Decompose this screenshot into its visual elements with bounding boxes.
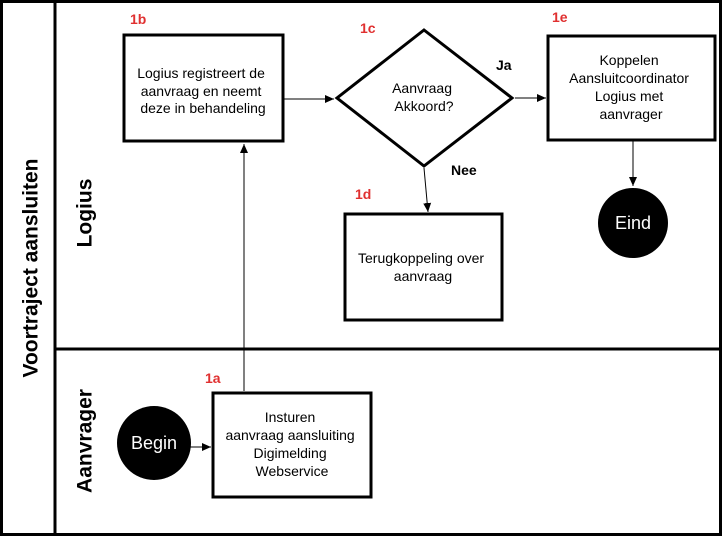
start-event-label: Begin: [131, 433, 177, 453]
step-1c-label: Aanvraag Akkoord?: [392, 80, 456, 114]
step-1d-label: Terugkoppeling over aanvraag: [358, 250, 488, 284]
step-1b-label: Logius registreert de aanvraag en neemt …: [137, 65, 269, 116]
step-1e-box: [546, 34, 717, 142]
step-1c-decision: [334, 28, 515, 168]
step-1e-number: 1e: [552, 9, 568, 25]
end-event: [598, 188, 668, 258]
branch-no-label: Nee: [451, 162, 477, 178]
step-1b-box: [122, 33, 285, 143]
connector-1c-to-1d: [423, 167, 432, 213]
end-event-label: Eind: [615, 213, 651, 233]
step-1a-label: Insturen aanvraag aansluiting Digimeldin…: [225, 409, 358, 479]
step-1a-number: 1a: [205, 370, 221, 386]
lane-title-aanvrager: Aanvrager: [74, 389, 97, 493]
branch-yes-label: Ja: [496, 57, 512, 73]
step-1c-number: 1c: [360, 20, 376, 36]
start-event: [117, 406, 191, 480]
step-1d-box: [343, 212, 504, 322]
step-1a-box: [211, 391, 373, 499]
step-1e-label: Koppelen Aansluitcoordinator Logius met …: [569, 52, 693, 122]
step-1b-number: 1b: [130, 11, 146, 27]
step-1d-number: 1d: [355, 186, 371, 202]
lane-title-logius: Logius: [74, 179, 97, 248]
pool-title: Voortraject aansluiten: [20, 158, 43, 377]
